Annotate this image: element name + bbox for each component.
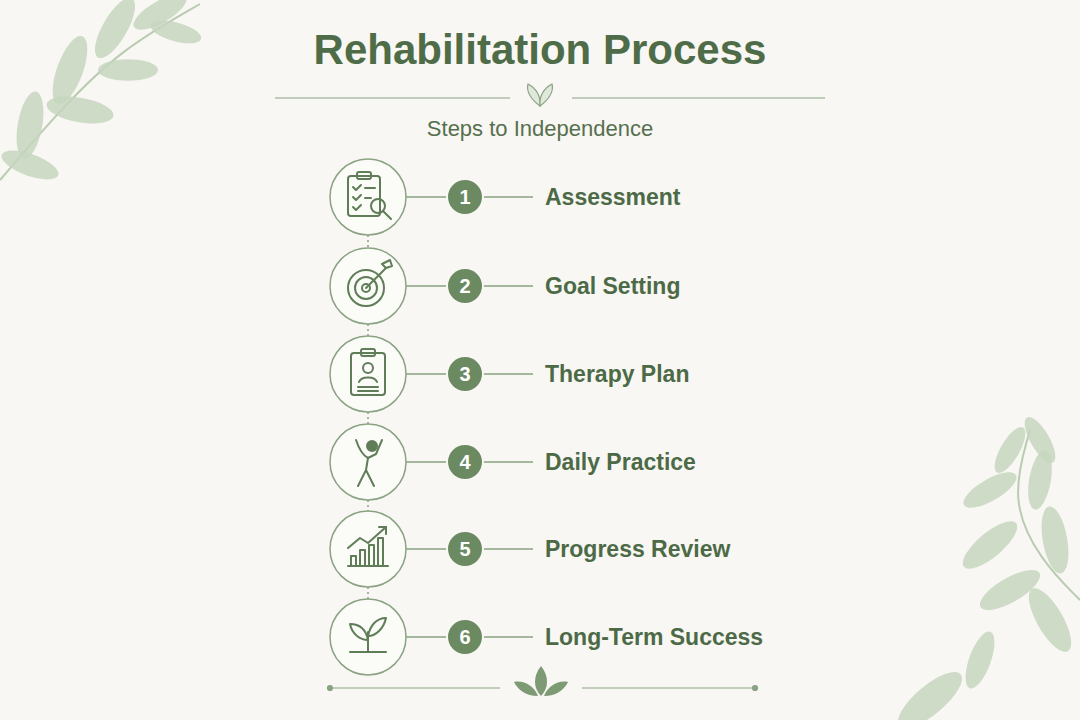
title: Rehabilitation Process <box>0 26 1080 74</box>
step-line <box>484 285 533 287</box>
step-node: 5 Progress Review <box>448 532 731 566</box>
leaf <box>989 423 1031 477</box>
leaf <box>87 0 142 64</box>
leaf <box>960 628 1001 692</box>
leaf <box>959 466 1022 515</box>
step-node: 4 Daily Practice <box>448 445 696 479</box>
leaf <box>44 92 115 128</box>
step-number: 5 <box>448 532 482 566</box>
step-line <box>406 373 446 375</box>
dotted-link <box>367 324 369 336</box>
step-line <box>406 285 446 287</box>
step-label: Daily Practice <box>545 445 696 479</box>
step-node: 1 Assessment <box>448 180 681 214</box>
footer-rule <box>328 666 758 696</box>
goal-icon <box>348 260 392 306</box>
daily-practice-icon <box>356 440 382 486</box>
step-label: Assessment <box>545 180 681 214</box>
leaf <box>956 514 1024 576</box>
leaf <box>148 16 203 48</box>
progress-icon <box>348 527 388 566</box>
therapy-plan-icon <box>351 349 385 395</box>
step-node: 3 Therapy Plan <box>448 357 690 391</box>
leaf <box>974 562 1045 617</box>
icon-circle <box>330 248 406 324</box>
subtitle: Steps to Independence <box>0 116 1080 142</box>
leaf <box>1037 504 1073 575</box>
step-number: 4 <box>448 445 482 479</box>
step-line <box>406 548 446 550</box>
step-line <box>406 461 446 463</box>
leaf <box>0 145 62 186</box>
icon-circle <box>330 336 406 412</box>
step-number: 2 <box>448 269 482 303</box>
dotted-link <box>367 587 369 599</box>
leaf <box>12 89 48 160</box>
step-line <box>406 196 446 198</box>
header-rule <box>275 84 825 106</box>
step-line <box>484 548 533 550</box>
dotted-link <box>367 235 369 248</box>
assessment-icon <box>348 172 391 219</box>
icon-circle <box>330 424 406 500</box>
icon-rows <box>330 159 533 675</box>
dotted-link <box>367 500 369 511</box>
step-line <box>484 461 533 463</box>
leaf <box>1021 582 1079 657</box>
step-line <box>484 196 533 198</box>
leaf <box>1019 413 1061 467</box>
leaf <box>98 59 158 81</box>
step-number: 1 <box>448 180 482 214</box>
step-number: 6 <box>448 620 482 654</box>
success-icon <box>350 618 386 652</box>
icon-circle <box>330 511 406 587</box>
dotted-link <box>367 412 369 424</box>
step-node: 2 Goal Setting <box>448 269 681 303</box>
step-label: Progress Review <box>545 532 730 566</box>
icon-circle <box>330 159 406 235</box>
leaf <box>890 663 970 720</box>
step-node: 6 Long-Term Success <box>448 620 764 654</box>
step-label: Long-Term Success <box>545 620 763 654</box>
icon-circle <box>330 599 406 675</box>
step-icons <box>348 172 392 652</box>
step-line <box>484 636 533 638</box>
step-label: Therapy Plan <box>545 357 689 391</box>
step-line <box>484 373 533 375</box>
step-line <box>406 636 446 638</box>
step-label: Goal Setting <box>545 269 680 303</box>
step-number: 3 <box>448 357 482 391</box>
